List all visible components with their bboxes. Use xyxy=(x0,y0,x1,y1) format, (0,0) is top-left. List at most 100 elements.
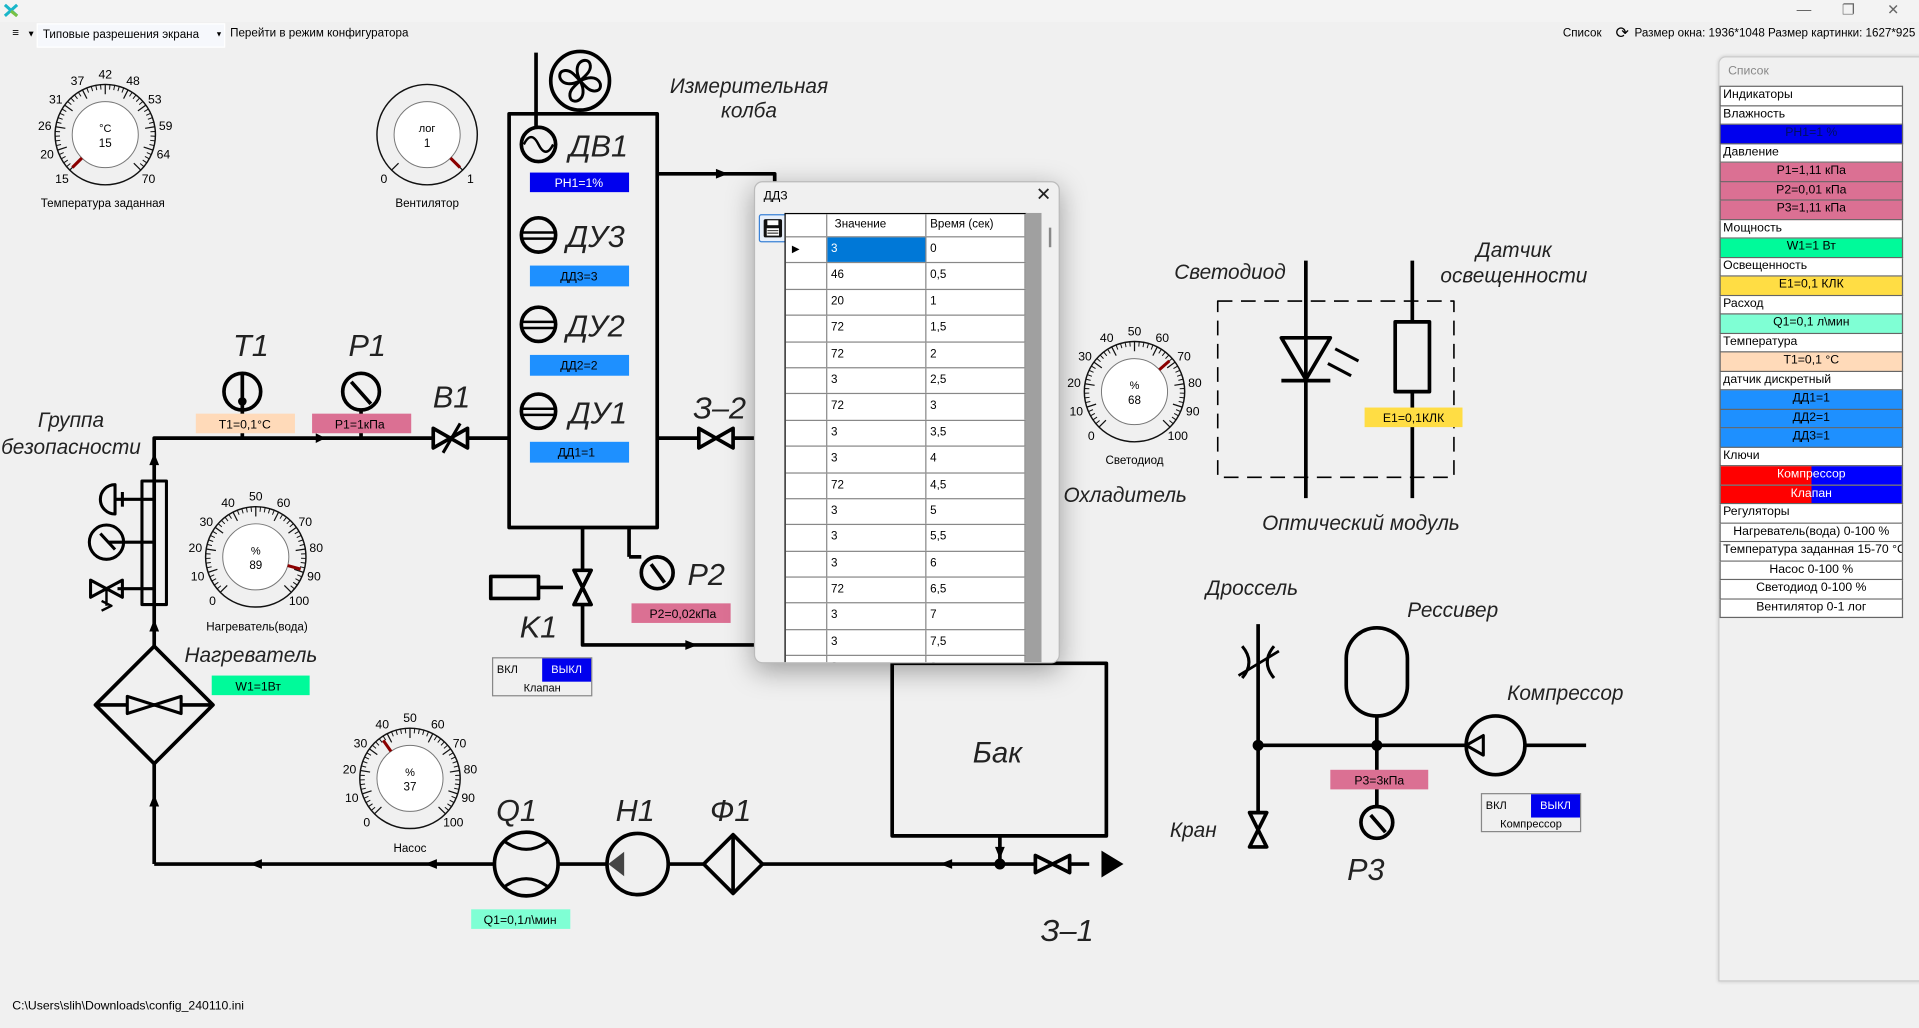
row-header[interactable] xyxy=(786,551,828,577)
list-item-regulator[interactable]: Вентилятор 0-1 лог xyxy=(1719,599,1904,619)
close-icon[interactable]: ✕ xyxy=(1035,184,1052,206)
cell-value[interactable]: 3 xyxy=(827,630,927,656)
list-item-value[interactable]: P3=1,11 кПа xyxy=(1719,200,1904,220)
list-button[interactable]: Список xyxy=(1562,26,1602,41)
cell-time[interactable]: 5 xyxy=(926,499,1026,525)
row-header[interactable] xyxy=(786,525,828,551)
list-item-value[interactable]: PH1=1 % xyxy=(1719,124,1904,144)
row-header[interactable] xyxy=(786,342,828,368)
control-valve-b1-icon[interactable] xyxy=(431,422,470,454)
row-header[interactable] xyxy=(786,499,828,525)
compressor-off-button[interactable]: ВЫКЛ xyxy=(1531,794,1580,818)
refresh-icon[interactable]: ⟳ xyxy=(1615,23,1629,42)
cell-value[interactable]: 46 xyxy=(827,263,927,289)
scrollbar-thumb[interactable] xyxy=(1048,227,1052,248)
cell-value[interactable]: 72 xyxy=(827,342,927,368)
cell-value[interactable]: 20 xyxy=(827,289,927,315)
compressor-switch[interactable]: ВКЛ ВЫКЛ Компрессор xyxy=(1480,793,1582,833)
tap-valve-icon[interactable] xyxy=(1247,810,1269,849)
cell-time[interactable]: 3 xyxy=(926,394,1026,420)
list-item-key[interactable]: Клапан xyxy=(1719,485,1904,505)
save-button[interactable] xyxy=(758,214,787,243)
cell-time[interactable]: 8 xyxy=(926,656,1026,663)
row-header[interactable] xyxy=(786,446,828,472)
cell-value[interactable]: 3 xyxy=(827,603,927,629)
gauge-pointer[interactable] xyxy=(71,156,83,169)
cell-time[interactable]: 1,5 xyxy=(926,315,1026,341)
cell-value[interactable]: 3 xyxy=(827,446,927,472)
list-item-value[interactable]: P1=1,11 кПа xyxy=(1719,162,1904,182)
column-header-value[interactable]: Значение xyxy=(827,214,927,237)
cell-time[interactable]: 6 xyxy=(926,551,1026,577)
valve-z1-icon[interactable] xyxy=(1033,853,1072,875)
compressor-icon[interactable] xyxy=(1464,714,1527,777)
cell-value[interactable]: 3 xyxy=(827,368,927,394)
cell-time[interactable]: 2 xyxy=(926,342,1026,368)
row-header[interactable] xyxy=(786,603,828,629)
resolution-dropdown[interactable]: Типовые разрешения экрана ▼ xyxy=(36,23,226,48)
cell-time[interactable]: 1 xyxy=(926,289,1026,315)
list-item-value[interactable]: E1=0,1 КЛК xyxy=(1719,276,1904,296)
chevron-down-icon[interactable]: ▼ xyxy=(26,30,36,40)
row-header[interactable] xyxy=(786,473,828,498)
valve-on-button[interactable]: ВКЛ xyxy=(496,663,518,676)
row-header[interactable] xyxy=(786,577,828,603)
cell-value[interactable]: 3 xyxy=(827,499,927,525)
cell-value[interactable]: 3 xyxy=(827,237,927,263)
row-header[interactable] xyxy=(786,420,828,446)
gauge-pointer[interactable] xyxy=(287,564,302,571)
gauge-pointer[interactable] xyxy=(449,156,462,169)
fan-icon[interactable] xyxy=(548,49,612,112)
column-header-time[interactable]: Время (сек) xyxy=(926,214,1026,237)
configurator-mode-link[interactable]: Перейти в режим конфигуратора xyxy=(230,26,409,41)
list-item-value[interactable]: Q1=0,1 л\мин xyxy=(1719,314,1904,334)
valve-off-button[interactable]: ВЫКЛ xyxy=(542,658,592,682)
cell-value[interactable]: 3 xyxy=(827,551,927,577)
valve-k1-icon[interactable] xyxy=(572,568,593,607)
cell-time[interactable]: 3,5 xyxy=(926,420,1026,446)
list-item-key[interactable]: Компрессор xyxy=(1719,466,1904,486)
list-item-value[interactable]: ДД2=1 xyxy=(1719,409,1904,429)
menu-icon[interactable]: ≡ xyxy=(12,26,20,41)
list-item-regulator[interactable]: Нагреватель(вода) 0-100 % xyxy=(1719,523,1904,543)
cell-value[interactable]: 3 xyxy=(827,420,927,446)
pump-h1-icon[interactable] xyxy=(605,831,671,897)
row-header[interactable] xyxy=(786,289,828,315)
list-item-value[interactable]: P2=0,01 кПа xyxy=(1719,181,1904,201)
cell-value[interactable]: 72 xyxy=(827,577,927,603)
cell-value[interactable]: 72 xyxy=(827,315,927,341)
compressor-on-button[interactable]: ВКЛ xyxy=(1485,799,1507,812)
row-header[interactable] xyxy=(786,394,828,420)
cell-value[interactable]: 3 xyxy=(827,656,927,663)
row-header[interactable] xyxy=(786,315,828,341)
table-row[interactable]: 38 xyxy=(786,656,1027,663)
list-item-value[interactable]: ДД1=1 xyxy=(1719,390,1904,410)
cell-value[interactable]: 72 xyxy=(827,473,927,498)
row-header[interactable] xyxy=(786,263,828,289)
cell-time[interactable]: 0,5 xyxy=(926,263,1026,289)
valve-switch[interactable]: ВКЛ ВЫКЛ Клапан xyxy=(491,657,593,697)
cell-time[interactable]: 7,5 xyxy=(926,630,1026,656)
minimize-button[interactable]: — xyxy=(1796,1,1812,19)
list-item-value[interactable]: W1=1 Вт xyxy=(1719,238,1904,258)
list-item-regulator[interactable]: Температура заданная 15-70 °C xyxy=(1719,542,1904,562)
